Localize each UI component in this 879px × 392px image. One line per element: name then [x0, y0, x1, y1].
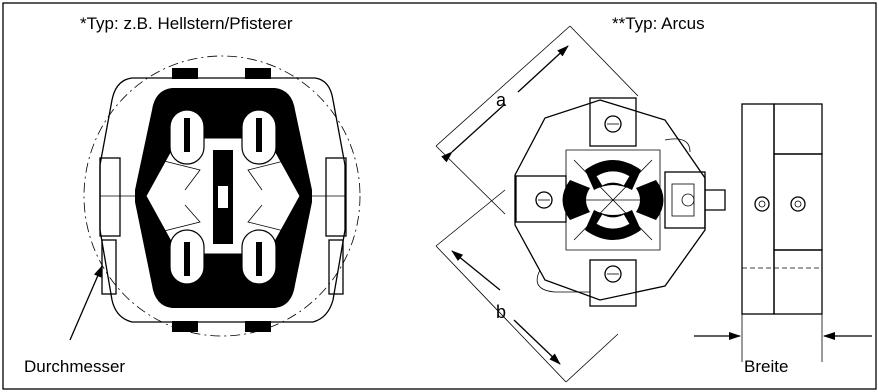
diameter-label: Durchmesser	[24, 357, 125, 376]
arcus-holder	[435, 25, 726, 383]
width-label: Breite	[744, 357, 788, 376]
type-left-label: *Typ: z.B. Hellstern/Pfisterer	[80, 14, 293, 33]
dim-a-extension-left	[435, 25, 571, 147]
diameter-leader-arrow	[69, 265, 103, 341]
hellstern-pfisterer-holder	[69, 55, 361, 341]
type-right-label: **Typ: Arcus	[612, 14, 705, 33]
dimension-a-label: a	[496, 90, 507, 110]
side-view	[694, 103, 872, 362]
diameter-circle	[83, 55, 361, 337]
dimension-b-label: b	[496, 302, 506, 322]
